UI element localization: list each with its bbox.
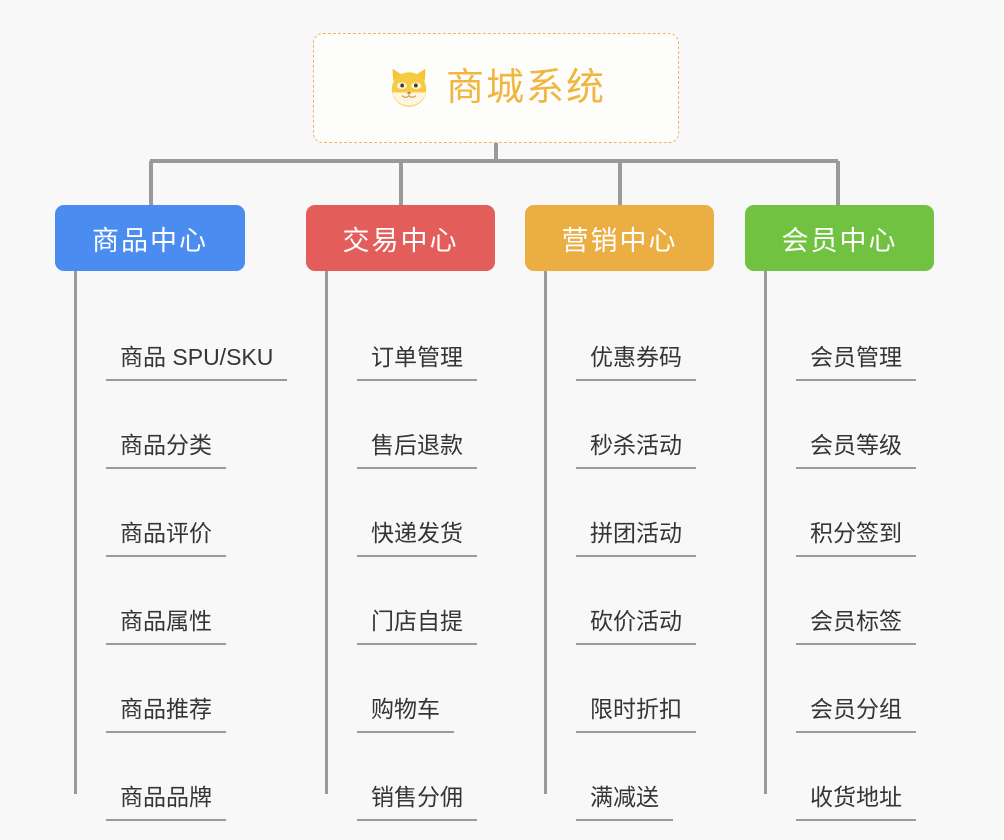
leaf-label: 会员等级 [796, 431, 916, 469]
list-item[interactable]: 商品 SPU/SKU [74, 293, 288, 381]
list-item[interactable]: 会员分组 [764, 645, 934, 733]
leaf-list-member: 会员管理 会员等级 积分签到 会员标签 会员分组 收货地址 [745, 271, 934, 821]
root-title: 商城系统 [445, 67, 606, 109]
leaf-label: 限时折扣 [576, 695, 696, 733]
branch-header-label: 会员中心 [781, 225, 898, 256]
leaf-label: 会员分组 [796, 695, 916, 733]
list-item[interactable]: 满减送 [544, 733, 714, 821]
branch-header-label: 营销中心 [561, 225, 678, 256]
branch-header-member[interactable]: 会员中心 [745, 205, 934, 271]
leaf-label: 收货地址 [796, 783, 916, 821]
leaf-list-trade: 订单管理 售后退款 快递发货 门店自提 购物车 销售分佣 [306, 271, 495, 821]
list-item[interactable]: 积分签到 [764, 469, 934, 557]
leaf-label: 售后退款 [357, 431, 477, 469]
branch-header-marketing[interactable]: 营销中心 [525, 205, 714, 271]
list-item[interactable]: 商品属性 [74, 557, 287, 645]
leaf-label: 商品属性 [106, 607, 226, 645]
list-item[interactable]: 秒杀活动 [544, 381, 714, 469]
leaf-label: 商品推荐 [106, 695, 226, 733]
leaf-label: 商品品牌 [106, 783, 226, 821]
leaf-label: 秒杀活动 [576, 431, 696, 469]
list-item[interactable]: 商品分类 [74, 381, 287, 469]
leaf-label: 砍价活动 [576, 607, 696, 645]
leaf-label: 门店自提 [357, 607, 477, 645]
leaf-label: 满减送 [576, 783, 673, 821]
list-item[interactable]: 限时折扣 [544, 645, 714, 733]
list-item[interactable]: 购物车 [325, 645, 495, 733]
branch-header-product[interactable]: 商品中心 [55, 205, 245, 271]
leaf-label: 商品 SPU/SKU [106, 343, 288, 381]
list-item[interactable]: 商品品牌 [74, 733, 287, 821]
list-item[interactable]: 收货地址 [764, 733, 934, 821]
branch-column-member: 会员中心 会员管理 会员等级 积分签到 会员标签 会员分组 收货地址 [745, 205, 934, 821]
leaf-label: 优惠券码 [576, 343, 696, 381]
list-item[interactable]: 快递发货 [325, 469, 495, 557]
branch-header-label: 商品中心 [92, 225, 208, 256]
leaf-label: 快递发货 [357, 519, 477, 557]
branch-header-label: 交易中心 [342, 225, 459, 256]
list-item[interactable]: 会员标签 [764, 557, 934, 645]
leaf-label: 会员标签 [796, 607, 916, 645]
list-item[interactable]: 门店自提 [325, 557, 495, 645]
list-item[interactable]: 拼团活动 [544, 469, 714, 557]
list-item[interactable]: 砍价活动 [544, 557, 714, 645]
leaf-label: 会员管理 [796, 343, 916, 381]
root-node[interactable]: 商城系统 [313, 33, 679, 143]
list-item[interactable]: 会员等级 [764, 381, 934, 469]
branch-column-product: 商品中心 商品 SPU/SKU 商品分类 商品评价 商品属性 商品推荐 商品品牌 [55, 205, 288, 821]
branch-header-trade[interactable]: 交易中心 [306, 205, 495, 271]
leaf-label: 购物车 [357, 695, 454, 733]
leaf-label: 商品评价 [106, 519, 226, 557]
list-item[interactable]: 售后退款 [325, 381, 495, 469]
leaf-label: 拼团活动 [576, 519, 696, 557]
list-item[interactable]: 优惠券码 [544, 293, 714, 381]
leaf-list-product: 商品 SPU/SKU 商品分类 商品评价 商品属性 商品推荐 商品品牌 [55, 271, 288, 821]
shiba-dog-face-icon [391, 68, 427, 107]
leaf-label: 销售分佣 [357, 783, 477, 821]
list-item[interactable]: 销售分佣 [325, 733, 495, 821]
leaf-label: 积分签到 [796, 519, 916, 557]
branch-column-marketing: 营销中心 优惠券码 秒杀活动 拼团活动 砍价活动 限时折扣 满减送 [525, 205, 714, 821]
list-item[interactable]: 商品推荐 [74, 645, 287, 733]
list-item[interactable]: 会员管理 [764, 293, 934, 381]
leaf-label: 订单管理 [357, 343, 477, 381]
list-item[interactable]: 商品评价 [74, 469, 287, 557]
leaf-label: 商品分类 [106, 431, 226, 469]
branch-column-trade: 交易中心 订单管理 售后退款 快递发货 门店自提 购物车 销售分佣 [306, 205, 495, 821]
leaf-list-marketing: 优惠券码 秒杀活动 拼团活动 砍价活动 限时折扣 满减送 [525, 271, 714, 821]
list-item[interactable]: 订单管理 [325, 293, 495, 381]
